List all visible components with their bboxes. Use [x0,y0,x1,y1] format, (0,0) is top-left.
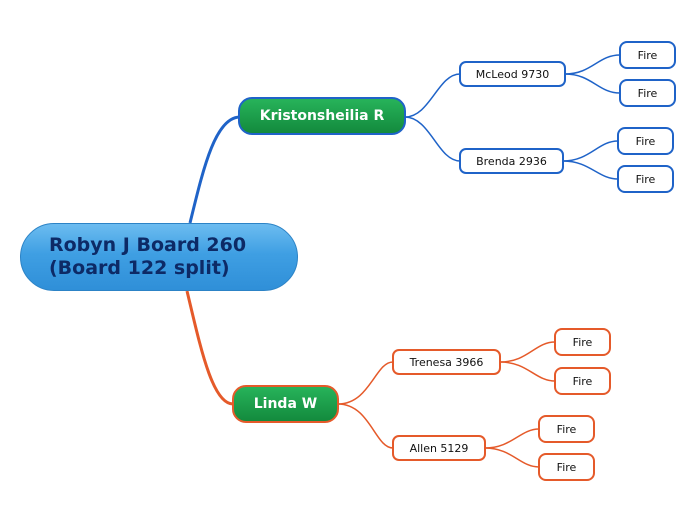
subtopic-label: Allen 5129 [409,441,469,455]
leaf-label: Fire [637,48,658,62]
leaf-label: Fire [637,86,658,100]
connector-trenesa-fire-2 [499,361,556,382]
leaf-brenda-fire-2[interactable]: Fire [617,165,674,193]
root-title-line-2: (Board 122 split) [49,257,230,279]
subtopic-brenda[interactable]: Brenda 2936 [459,148,564,174]
subtopic-label: Brenda 2936 [476,154,547,168]
connector-root-linda [185,290,234,406]
subtopic-label: McLeod 9730 [475,67,550,81]
connector-mcleod-fire-1 [564,54,621,75]
connector-allen-fire-1 [484,428,540,449]
leaf-label: Fire [572,374,593,388]
topic-label: Linda W [253,396,318,412]
connector-kristonsheilia-mcleod [404,73,461,118]
connector-brenda-fire-1 [562,140,619,162]
leaf-mcleod-fire-1[interactable]: Fire [619,41,676,69]
connector-trenesa-fire-1 [499,341,556,363]
leaf-allen-fire-2[interactable]: Fire [538,453,595,481]
root-topic[interactable]: Robyn J Board 260 (Board 122 split) [20,223,298,291]
connector-allen-fire-2 [484,447,540,468]
leaf-label: Fire [556,460,577,474]
leaf-trenesa-fire-2[interactable]: Fire [554,367,611,395]
connector-linda-trenesa [337,361,394,405]
connector-root-kristonsheilia [188,115,241,224]
connector-mcleod-fire-2 [564,73,621,94]
leaf-allen-fire-1[interactable]: Fire [538,415,595,443]
leaf-brenda-fire-1[interactable]: Fire [617,127,674,155]
subtopic-label: Trenesa 3966 [409,355,484,369]
leaf-mcleod-fire-2[interactable]: Fire [619,79,676,107]
subtopic-trenesa[interactable]: Trenesa 3966 [392,349,501,375]
connector-brenda-fire-2 [562,160,619,180]
subtopic-allen[interactable]: Allen 5129 [392,435,486,461]
topic-linda[interactable]: Linda W [232,385,339,423]
leaf-trenesa-fire-1[interactable]: Fire [554,328,611,356]
leaf-label: Fire [635,172,656,186]
connector-linda-allen [337,403,394,449]
leaf-label: Fire [556,422,577,436]
leaf-label: Fire [635,134,656,148]
leaf-label: Fire [572,335,593,349]
topic-label: Kristonsheilia R [259,108,385,124]
topic-kristonsheilia[interactable]: Kristonsheilia R [238,97,406,135]
subtopic-mcleod[interactable]: McLeod 9730 [459,61,566,87]
connector-kristonsheilia-brenda [404,116,461,162]
root-title-line-1: Robyn J Board 260 [49,234,247,256]
